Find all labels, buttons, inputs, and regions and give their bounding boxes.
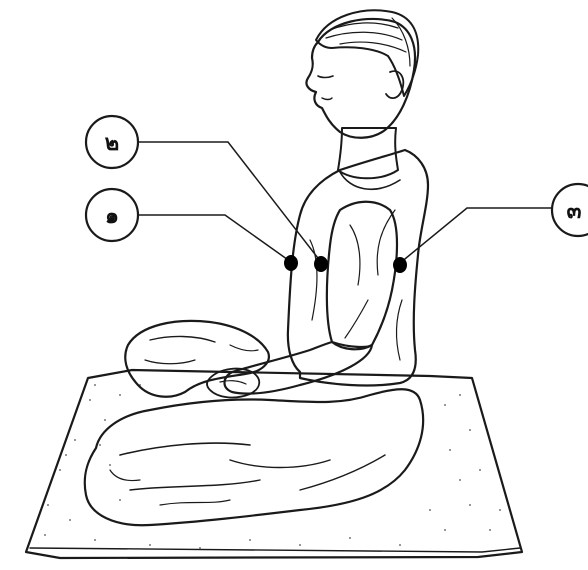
crossed-legs bbox=[85, 321, 423, 525]
point-marker-3 bbox=[393, 257, 407, 273]
mat-texture bbox=[44, 384, 501, 549]
callout-3: ๓ bbox=[552, 184, 588, 236]
callout-2: ๒ bbox=[86, 116, 138, 168]
callout-1: ๑ bbox=[86, 189, 138, 241]
torso bbox=[207, 150, 428, 397]
callout-3-label: ๓ bbox=[566, 199, 581, 224]
leader-line-1 bbox=[138, 215, 291, 262]
head bbox=[306, 10, 418, 178]
leader-lines bbox=[138, 142, 552, 263]
mat bbox=[26, 370, 522, 558]
callout-2-label: ๒ bbox=[105, 131, 120, 156]
leader-line-3 bbox=[400, 208, 552, 263]
callout-1-label: ๑ bbox=[105, 204, 119, 229]
point-marker-1 bbox=[284, 255, 298, 271]
point-marker-2 bbox=[314, 256, 328, 272]
point-markers bbox=[284, 255, 407, 273]
